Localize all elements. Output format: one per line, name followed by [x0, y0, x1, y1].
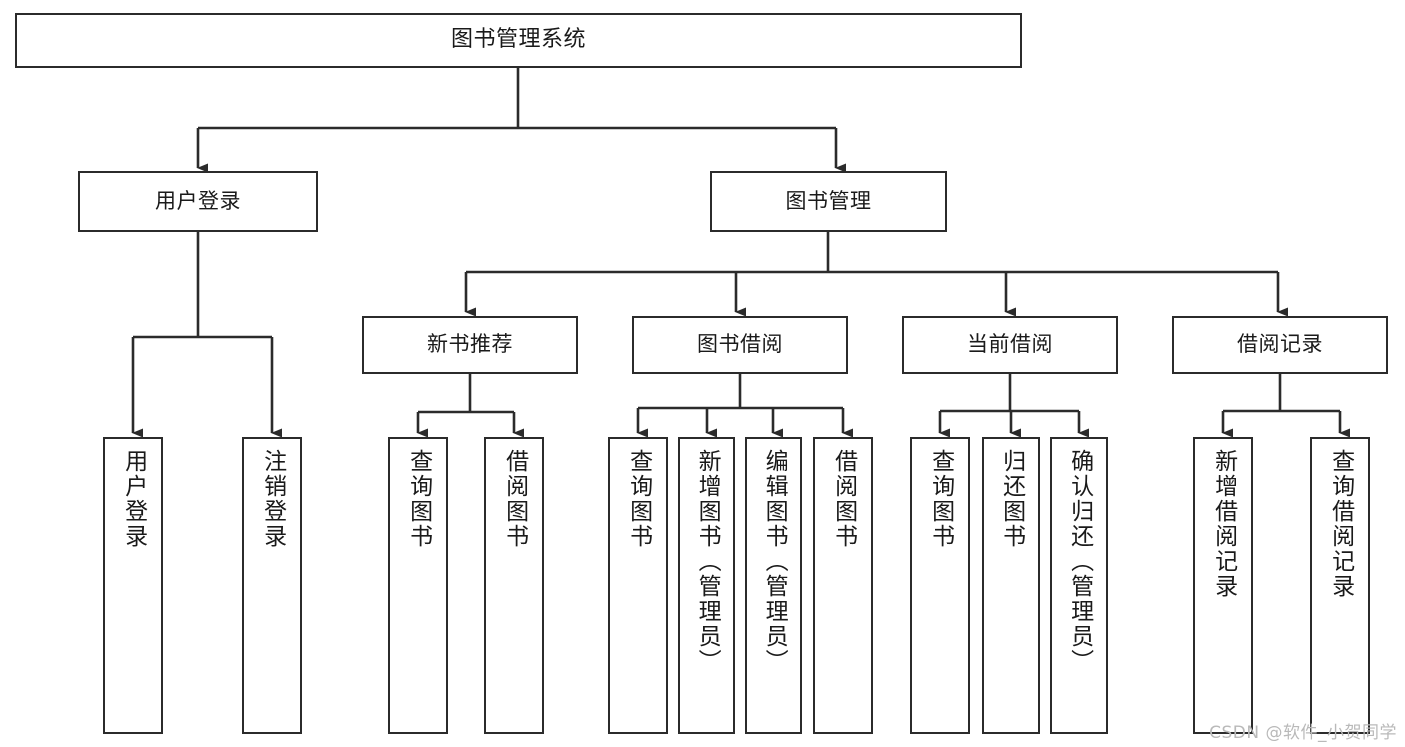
node-leaf-query-record[interactable]: 查询借阅记录 — [1310, 437, 1370, 734]
node-leaf-return-book[interactable]: 归还图书 — [982, 437, 1040, 734]
node-leaf-borrow-book-2[interactable]: 借阅图书 — [813, 437, 873, 734]
node-current-borrow[interactable]: 当前借阅 — [902, 316, 1118, 374]
node-leaf-edit-book-label: 编辑图书（管理员） — [761, 449, 788, 674]
node-user-login-label: 用户登录 — [155, 188, 241, 213]
node-new-book-rec[interactable]: 新书推荐 — [362, 316, 578, 374]
watermark-text: CSDN @软件_小贺同学 — [1209, 723, 1397, 743]
node-leaf-query-book-2-label: 查询图书 — [625, 449, 652, 549]
node-leaf-user-login[interactable]: 用户登录 — [103, 437, 163, 734]
node-borrow-record-label: 借阅记录 — [1237, 332, 1323, 357]
node-leaf-add-book-label: 新增图书（管理员） — [694, 449, 721, 674]
node-user-login[interactable]: 用户登录 — [78, 171, 318, 232]
node-leaf-borrow-book-1-label: 借阅图书 — [501, 449, 528, 549]
node-new-book-rec-label: 新书推荐 — [427, 332, 513, 357]
node-book-borrow[interactable]: 图书借阅 — [632, 316, 848, 374]
node-leaf-add-record-label: 新增借阅记录 — [1210, 449, 1237, 599]
node-book-manage[interactable]: 图书管理 — [710, 171, 947, 232]
node-leaf-return-book-label: 归还图书 — [998, 449, 1025, 549]
node-leaf-query-book-2[interactable]: 查询图书 — [608, 437, 668, 734]
node-leaf-add-book[interactable]: 新增图书（管理员） — [678, 437, 735, 734]
node-leaf-user-logout-label: 注销登录 — [259, 449, 286, 549]
node-leaf-query-book-3[interactable]: 查询图书 — [910, 437, 970, 734]
node-borrow-record[interactable]: 借阅记录 — [1172, 316, 1388, 374]
node-leaf-query-book-1-label: 查询图书 — [405, 449, 432, 549]
node-leaf-query-book-3-label: 查询图书 — [927, 449, 954, 549]
node-leaf-borrow-book-1[interactable]: 借阅图书 — [484, 437, 544, 734]
node-current-borrow-label: 当前借阅 — [967, 332, 1053, 357]
node-leaf-query-book-1[interactable]: 查询图书 — [388, 437, 448, 734]
node-leaf-user-login-label: 用户登录 — [120, 449, 147, 549]
node-root[interactable]: 图书管理系统 — [15, 13, 1022, 68]
node-leaf-user-logout[interactable]: 注销登录 — [242, 437, 302, 734]
node-leaf-confirm-return[interactable]: 确认归还（管理员） — [1050, 437, 1108, 734]
node-book-borrow-label: 图书借阅 — [697, 332, 783, 357]
node-leaf-query-record-label: 查询借阅记录 — [1327, 449, 1354, 599]
node-leaf-borrow-book-2-label: 借阅图书 — [830, 449, 857, 549]
node-leaf-edit-book[interactable]: 编辑图书（管理员） — [745, 437, 802, 734]
node-leaf-add-record[interactable]: 新增借阅记录 — [1193, 437, 1253, 734]
node-root-label: 图书管理系统 — [450, 27, 586, 53]
node-book-manage-label: 图书管理 — [785, 188, 872, 213]
node-leaf-confirm-return-label: 确认归还（管理员） — [1066, 449, 1093, 674]
